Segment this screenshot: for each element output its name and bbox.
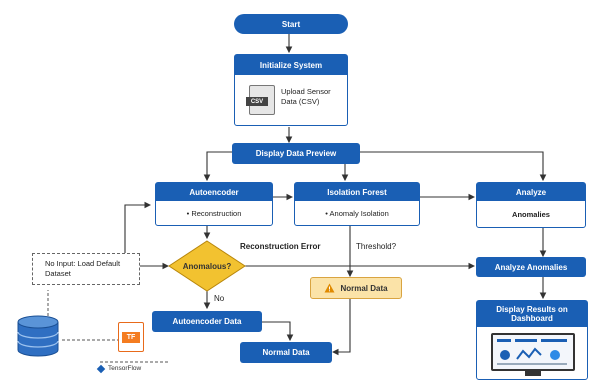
- analyze-node: Analyze Anomalies: [476, 182, 586, 228]
- anomalous-label: Anomalous?: [182, 261, 232, 271]
- analyze-title: Analyze: [477, 183, 585, 201]
- arrow-autoencoder-data-normal: [262, 321, 294, 342]
- reconstruction-label: • Reconstruction: [186, 208, 242, 218]
- autoencoder-node: Autoencoder • Reconstruction: [155, 182, 273, 226]
- anomalies-label: Anomalies: [512, 209, 550, 219]
- arrow-normal-warn-normal: [331, 299, 351, 356]
- arrow-preview-autoencoder: [203, 151, 232, 182]
- arrow-preview-analyze: [360, 151, 547, 182]
- normal-data-warning-node: Normal Data: [310, 277, 402, 299]
- arrow-noinput-autoencoder: [124, 201, 152, 256]
- legend-diamond-icon: [96, 364, 106, 373]
- anomaly-isolation-label: • Anomaly Isolation: [325, 208, 389, 218]
- reconstruction-error-label: Reconstruction Error: [240, 242, 321, 251]
- display-results-title: Display Results on Dashboard: [477, 301, 587, 327]
- normal-data-warning-label: Normal Data: [340, 283, 388, 293]
- display-data-preview-node: Display Data Preview: [232, 143, 360, 164]
- analyze-anomalies-node: Analyze Anomalies: [476, 257, 586, 277]
- display-results-node: Display Results on Dashboard: [476, 300, 588, 380]
- threshold-label: Threshold?: [356, 242, 397, 251]
- upload-sensor-label: Upload Sensor Data (CSV): [281, 87, 331, 106]
- warning-icon: [324, 283, 335, 293]
- anomalous-decision-diamond: [168, 240, 246, 292]
- database-icon: [17, 315, 59, 357]
- tf-tag: TF: [122, 332, 140, 343]
- start-node: Start: [234, 14, 348, 34]
- autoencoder-data-node: Autoencoder Data: [152, 311, 262, 332]
- csv-tag: CSV: [246, 97, 268, 106]
- dashboard-chart-icon: [497, 339, 567, 365]
- no-input-label: No Input: Load Default Dataset: [45, 259, 121, 278]
- normal-data-node: Normal Data: [240, 342, 332, 363]
- csv-file-icon: CSV: [246, 85, 275, 115]
- no-branch-label: No: [214, 294, 225, 303]
- tensorflow-file-icon: TF: [118, 322, 144, 352]
- isolation-forest-title: Isolation Forest: [295, 183, 419, 201]
- no-input-node: No Input: Load Default Dataset: [32, 253, 140, 285]
- initialize-system-title: Initialize System: [235, 55, 347, 75]
- initialize-system-node: Initialize System CSV Upload Sensor Data…: [234, 54, 348, 126]
- isolation-forest-node: Isolation Forest • Anomaly Isolation: [294, 182, 420, 226]
- dashboard-monitor-icon: [491, 333, 575, 371]
- monitor-stand: [525, 371, 541, 376]
- tensorflow-label: TensorFlow: [108, 365, 142, 372]
- autoencoder-title: Autoencoder: [156, 183, 272, 201]
- tensorflow-legend: TensorFlow: [96, 364, 142, 373]
